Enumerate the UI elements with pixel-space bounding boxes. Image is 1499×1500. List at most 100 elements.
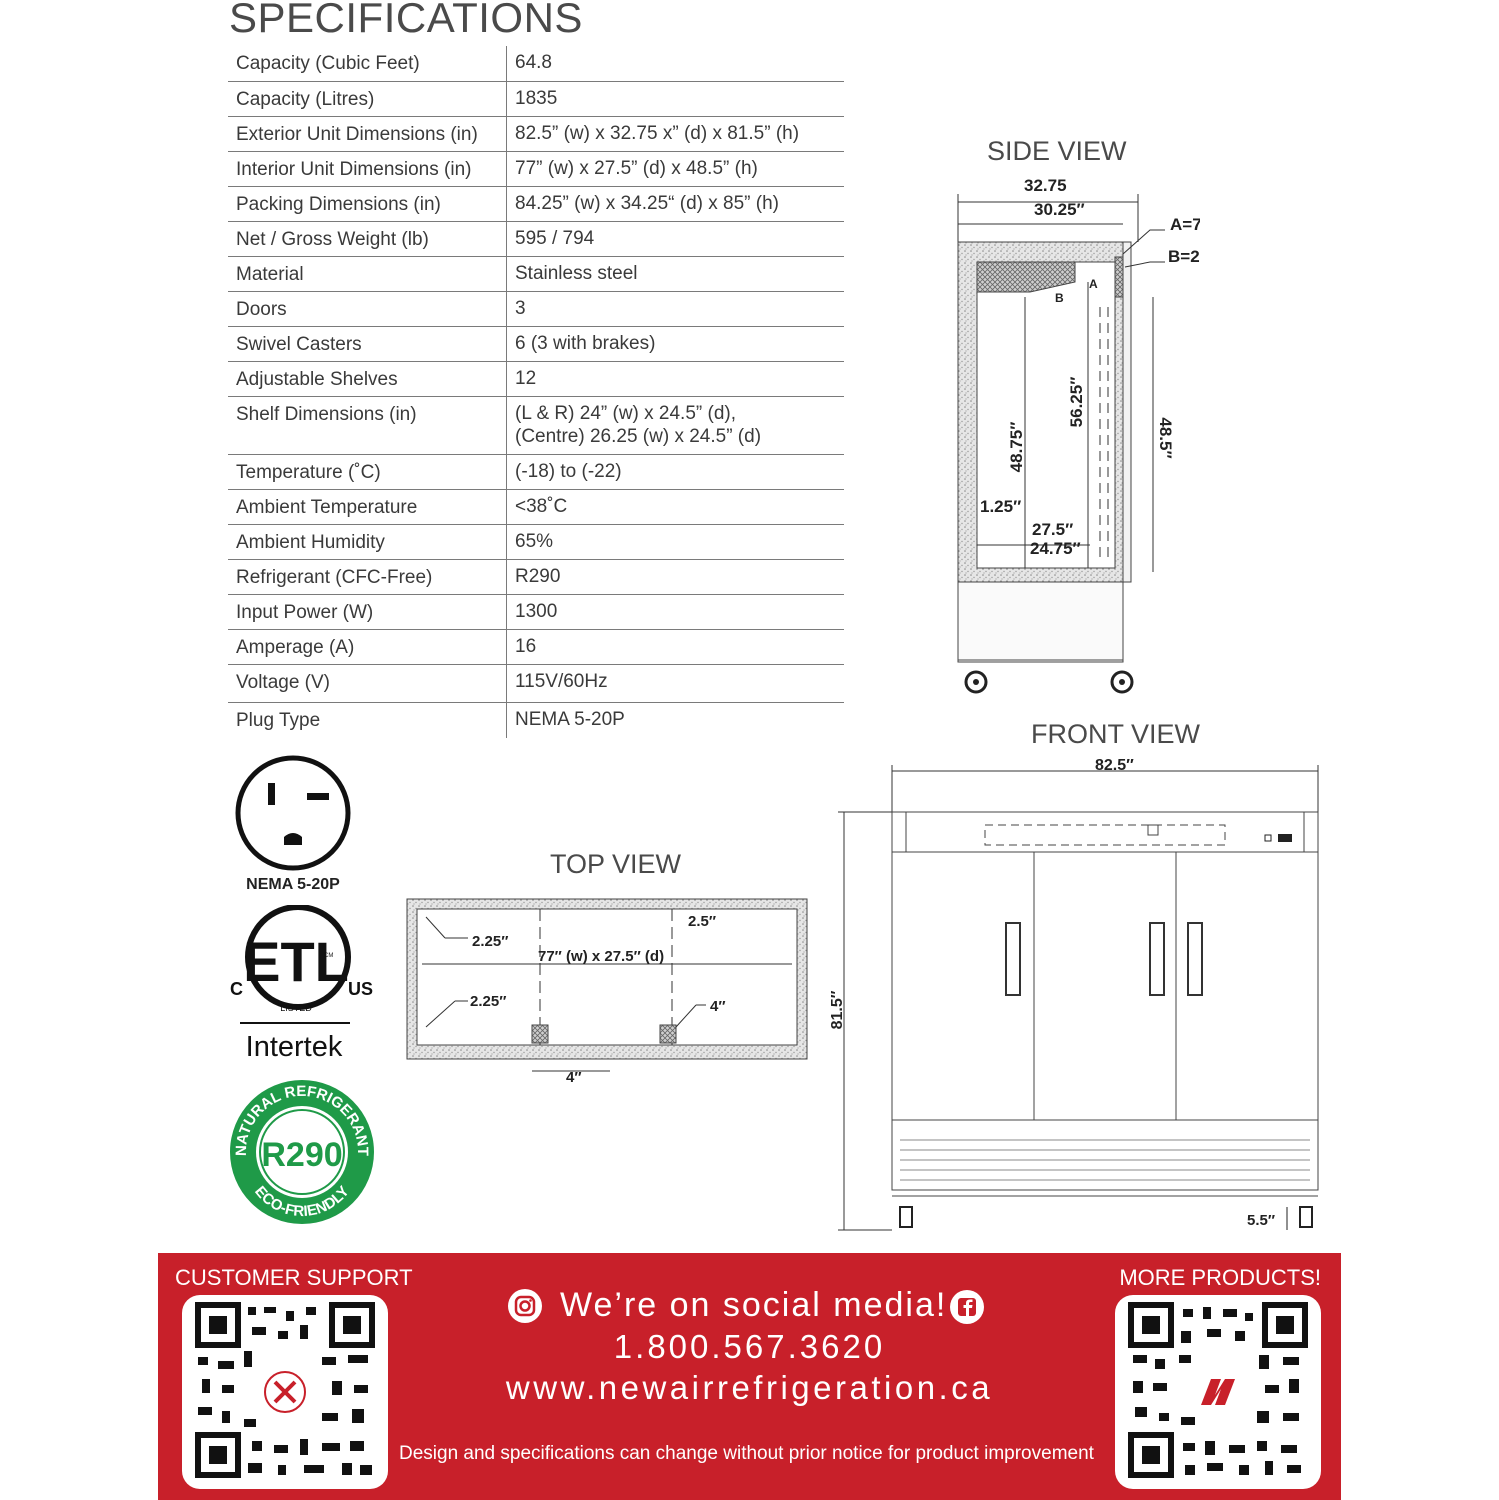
spec-row: Net / Gross Weight (lb)595 / 794	[228, 221, 844, 257]
spec-label: Capacity (Cubic Feet)	[228, 46, 507, 82]
side-view-title: SIDE VIEW	[987, 136, 1127, 166]
top-left-bottom: 2.25″	[470, 993, 506, 1010]
website-link[interactable]: www.newairrefrigeration.ca	[505, 1369, 994, 1406]
side-base: 1.25″	[980, 497, 1021, 516]
spec-row: Shelf Dimensions (in)(L & R) 24” (w) x 2…	[228, 396, 844, 455]
spec-label: Interior Unit Dimensions (in)	[228, 151, 507, 187]
qr-code-icon	[1128, 1302, 1308, 1478]
facebook-icon[interactable]	[950, 1290, 984, 1324]
spec-row: Input Power (W) 1300	[228, 594, 844, 630]
spec-value-line: 1835	[515, 87, 558, 109]
side-h2: 56.25″	[1067, 377, 1086, 428]
spec-row: Voltage (V)115V/60Hz	[228, 664, 844, 703]
customer-support-label: CUSTOMER SUPPORT	[175, 1265, 413, 1290]
spec-value: R290	[506, 559, 844, 595]
phone-number[interactable]: 1.800.567.3620	[613, 1328, 886, 1365]
top-left-top: 2.25″	[472, 933, 508, 950]
qr-code-icon	[195, 1302, 375, 1478]
spec-value-line: 16	[515, 635, 537, 657]
spec-row: Capacity (Litres) 1835	[228, 81, 844, 117]
spec-row: Doors 3	[228, 291, 844, 327]
spec-label: Shelf Dimensions (in)	[228, 396, 507, 455]
spec-value: <38˚C	[506, 489, 844, 525]
side-a: A=7″	[1170, 215, 1200, 234]
instagram-icon[interactable]	[508, 1289, 542, 1323]
spec-label: Refrigerant (CFC-Free)	[228, 559, 507, 595]
spec-row: Capacity (Cubic Feet) 64.8	[228, 46, 844, 82]
spec-value: Stainless steel	[506, 256, 844, 292]
spec-row: Amperage (A) 16	[228, 629, 844, 665]
footer-banner: CUSTOMER SUPPORT MORE PRODUCTS!	[158, 1253, 1341, 1500]
top-right-top: 2.5″	[688, 913, 716, 930]
spec-value-line: 64.8	[515, 52, 552, 73]
nema-label: NEMA 5-20P	[246, 876, 340, 893]
r290-label: R290	[261, 1136, 342, 1174]
spec-label: Net / Gross Weight (lb)	[228, 221, 507, 257]
spec-value: 84.25” (w) x 34.25“ (d) x 85” (h)	[506, 186, 844, 222]
spec-row: Packing Dimensions (in)84.25” (w) x 34.2…	[228, 186, 844, 222]
spec-value: 595 / 794	[506, 221, 844, 257]
top-bottom: 4″	[566, 1069, 582, 1086]
spec-row: Interior Unit Dimensions (in)77” (w) x 2…	[228, 151, 844, 187]
spec-row: Adjustable Shelves 12	[228, 361, 844, 397]
customer-support-qr[interactable]	[182, 1295, 388, 1489]
side-view-drawing: 32.75 30.25″ 48.75″ 56.25″ 48.5″ 1.25″ 2…	[957, 176, 1200, 694]
spec-value: 1300	[506, 594, 844, 630]
spec-value-line: 1300	[515, 600, 558, 622]
nema-outlet-icon: NEMA 5-20P	[235, 755, 351, 893]
side-d1: 27.5″	[1032, 520, 1073, 539]
spec-label: Plug Type	[228, 702, 507, 738]
spec-label: Adjustable Shelves	[228, 361, 507, 397]
spec-row: Temperature (˚C) (-18) to (-22)	[228, 454, 844, 490]
spec-label: Material	[228, 256, 507, 292]
etl-listed: LISTED	[280, 1003, 312, 1013]
spec-label: Amperage (A)	[228, 629, 507, 665]
spec-value-line: Stainless steel	[515, 262, 638, 284]
spec-value-line: (-18) to (-22)	[515, 460, 622, 482]
front-caster: 5.5″	[1247, 1212, 1275, 1229]
side-label-a: A	[1089, 277, 1098, 291]
side-label-b: B	[1055, 291, 1064, 305]
spec-value-line: R290	[515, 565, 561, 587]
spec-row: Refrigerant (CFC-Free) R290	[228, 559, 844, 595]
more-products-label: MORE PRODUCTS!	[1119, 1265, 1321, 1290]
spec-value-line: 115V/60Hz	[515, 670, 608, 692]
spec-value: NEMA 5-20P	[507, 702, 845, 738]
spec-value: 115V/60Hz	[506, 664, 844, 703]
spec-label: Input Power (W)	[228, 594, 507, 630]
spec-value: 65%	[506, 524, 844, 560]
spec-label: Temperature (˚C)	[228, 454, 507, 490]
spec-label: Ambient Humidity	[228, 524, 507, 560]
front-width: 82.5″	[1095, 757, 1134, 774]
spec-value: (-18) to (-22)	[506, 454, 844, 490]
side-b: B=2.25″	[1168, 247, 1200, 266]
more-products-qr[interactable]	[1115, 1295, 1321, 1489]
top-view-title: TOP VIEW	[550, 849, 682, 879]
spec-label: Packing Dimensions (in)	[228, 186, 507, 222]
spec-label: Doors	[228, 291, 507, 327]
spec-value-line: 3	[515, 297, 526, 319]
spec-label: Capacity (Litres)	[228, 81, 507, 117]
spec-value-line: 65%	[515, 530, 554, 552]
spec-value-line: (Centre) 26.25 (w) x 24.5” (d)	[515, 425, 762, 447]
spec-row: Ambient Temperature<38˚C	[228, 489, 844, 525]
front-view-title: FRONT VIEW	[1031, 719, 1201, 749]
front-view-drawing: 82.5″ 81.5″ 5.5″	[830, 757, 1319, 1231]
spec-value-line: (L & R) 24” (w) x 24.5” (d),	[515, 402, 737, 424]
spec-value-line: NEMA 5-20P	[515, 708, 625, 730]
side-outer-depth: 32.75	[1024, 176, 1067, 195]
page-title: SPECIFICATIONS	[229, 0, 583, 41]
spec-label: Swivel Casters	[228, 326, 507, 362]
spec-value-line: 12	[515, 367, 537, 389]
spec-value: (L & R) 24” (w) x 24.5” (d),(Centre) 26.…	[506, 396, 844, 455]
spec-value: 16	[506, 629, 844, 665]
front-height: 81.5″	[830, 990, 846, 1029]
etl-logo-icon: ETL CM LISTED C US Intertek	[230, 905, 373, 1063]
top-view-drawing: 2.25″ 2.25″ 2.5″ 77″ (w) x 27.5″ (d) 4″ …	[406, 898, 808, 1086]
side-h1: 48.75″	[1007, 422, 1026, 473]
social-media-text: We’re on social media!	[560, 1286, 948, 1324]
r290-badge-icon: NATURAL REFRIGERANT ECO-FRIENDLY R290	[230, 1080, 374, 1224]
disclaimer-text: Design and specifications can change wit…	[399, 1443, 1094, 1464]
spec-value: 12	[506, 361, 844, 397]
